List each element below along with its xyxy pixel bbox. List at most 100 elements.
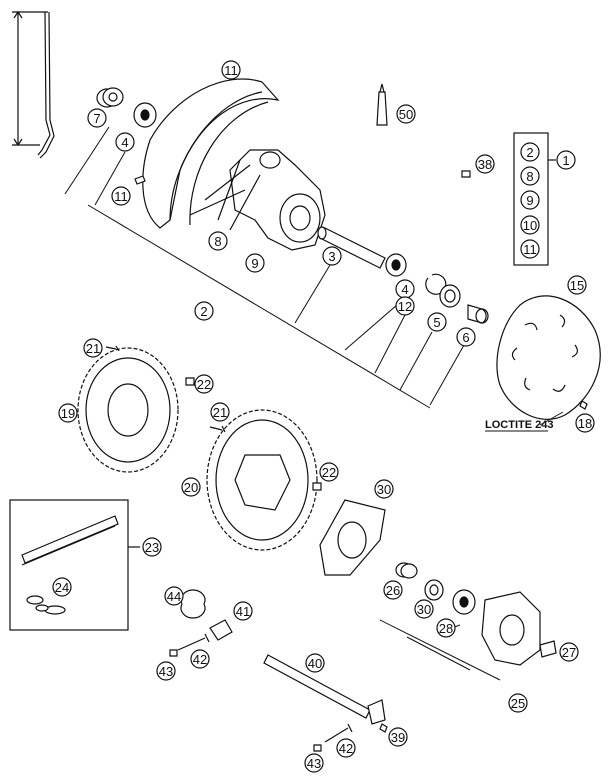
svg-text:27: 27 <box>562 645 576 660</box>
callout-4-b: 4 <box>395 279 415 299</box>
svg-text:2: 2 <box>200 304 207 319</box>
callout-3: 3 <box>322 246 342 266</box>
seal-29-drawing <box>424 579 444 601</box>
screw-11-drawing <box>134 175 146 185</box>
callout-26: 26 <box>383 580 403 600</box>
callout-27: 27 <box>559 642 579 662</box>
svg-text:12: 12 <box>398 299 412 314</box>
svg-text:21: 21 <box>86 341 100 356</box>
callout-24: 24 <box>52 577 72 597</box>
svg-text:9: 9 <box>251 256 258 271</box>
svg-text:11: 11 <box>114 189 128 204</box>
carrier-plate-30-drawing <box>319 499 386 576</box>
callout-1: 1 <box>556 150 576 170</box>
callout-50: 50 <box>396 104 416 124</box>
callout-19: 19 <box>58 403 78 423</box>
kit-item-11: 11 <box>520 239 540 259</box>
svg-text:43: 43 <box>307 756 321 771</box>
svg-text:23: 23 <box>145 540 159 555</box>
callout-9: 9 <box>245 253 265 273</box>
nut-43-drawing-b <box>313 744 322 752</box>
svg-text:50: 50 <box>399 107 413 122</box>
kit-box <box>513 132 549 266</box>
callout-23: 23 <box>142 537 162 557</box>
bearing-4-top-drawing <box>133 102 157 128</box>
svg-text:24: 24 <box>55 580 69 595</box>
callout-22-a: 22 <box>194 374 214 394</box>
callout-5: 5 <box>427 312 447 332</box>
svg-text:39: 39 <box>391 730 405 745</box>
sprocket-20-drawing <box>206 409 318 551</box>
axle-40-drawing <box>263 654 386 725</box>
callout-40: 40 <box>305 653 325 673</box>
callout-20: 20 <box>181 477 201 497</box>
kit-item-8: 8 <box>520 166 540 186</box>
kit-item-9: 9 <box>520 190 540 210</box>
svg-text:6: 6 <box>462 330 469 345</box>
callout-11: 11 <box>111 186 131 206</box>
svg-text:38: 38 <box>478 157 492 172</box>
svg-text:18: 18 <box>578 416 592 431</box>
svg-text:43: 43 <box>159 664 173 679</box>
screw-39-drawing <box>379 723 388 733</box>
svg-text:11: 11 <box>224 63 238 78</box>
svg-text:26: 26 <box>386 583 400 598</box>
rear-rim-drawing <box>142 78 280 229</box>
hub-drawing <box>189 149 326 251</box>
callout-44: 44 <box>164 586 184 606</box>
bushing-6-drawing <box>467 304 489 324</box>
callout-10: 11 <box>221 60 241 80</box>
callout-43-b: 43 <box>304 753 324 773</box>
spacer-44-drawing <box>180 589 206 619</box>
callout-38: 38 <box>475 154 495 174</box>
chain-drawing <box>21 515 119 566</box>
svg-text:4: 4 <box>121 135 128 150</box>
svg-text:30: 30 <box>417 602 431 617</box>
svg-text:25: 25 <box>511 696 525 711</box>
nut-22-drawing-a <box>185 377 195 386</box>
svg-text:8: 8 <box>214 234 221 249</box>
svg-text:20: 20 <box>184 480 198 495</box>
nut-43-drawing-a <box>169 649 178 657</box>
callout-21-a: 21 <box>83 338 103 358</box>
svg-text:7: 7 <box>93 111 100 126</box>
callout-8: 8 <box>208 231 228 251</box>
bolt-42-drawing-a <box>177 633 210 651</box>
callout-41: 41 <box>233 601 253 621</box>
callout-28: 28 <box>436 618 456 638</box>
chain-link-24-drawing <box>26 595 66 615</box>
callout-30: 30 <box>374 479 394 499</box>
plug-38-drawing <box>461 170 471 178</box>
spoke-drawing <box>12 10 55 159</box>
callout-12: 12 <box>395 296 415 316</box>
nut-22-drawing-b <box>312 482 322 491</box>
callout-4-a: 4 <box>115 132 135 152</box>
svg-text:11: 11 <box>523 242 537 257</box>
loctite-label: LOCTITE 243 <box>485 419 553 431</box>
callout-42-a: 42 <box>190 649 210 669</box>
callout-39: 39 <box>388 727 408 747</box>
sprocket-19-drawing <box>77 347 179 473</box>
bushing-7-drawing <box>96 87 124 108</box>
svg-text:21: 21 <box>213 405 227 420</box>
callout-42-b: 42 <box>336 738 356 758</box>
sprocket-carrier-25-drawing <box>481 591 541 666</box>
seal-5-drawing <box>439 284 461 308</box>
svg-text:42: 42 <box>339 741 353 756</box>
svg-text:41: 41 <box>236 604 250 619</box>
callout-43-a: 43 <box>156 661 176 681</box>
callout-6: 6 <box>456 327 476 347</box>
bushing-26-drawing <box>395 562 418 579</box>
bolt-21-drawing-a <box>105 345 120 352</box>
loctite-tube-drawing <box>376 83 388 126</box>
callout-29: 30 <box>414 599 434 619</box>
svg-text:2: 2 <box>526 145 533 160</box>
screw-18-drawing <box>579 400 588 410</box>
bolt-42-drawing-b <box>324 723 353 743</box>
damper-27-drawing <box>539 640 557 658</box>
bearing-28-drawing <box>452 589 476 615</box>
svg-text:3: 3 <box>328 249 335 264</box>
svg-text:42: 42 <box>193 652 207 667</box>
callout-15: 15 <box>567 275 587 295</box>
